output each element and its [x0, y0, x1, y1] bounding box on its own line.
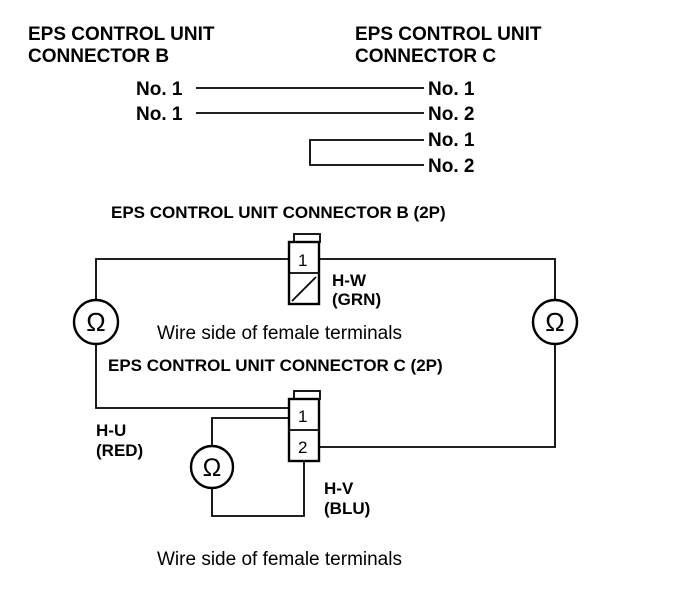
connector-c-terminal-2: 2: [298, 438, 307, 457]
pin-map-right-2: No. 2: [428, 104, 474, 125]
wire-right-down: [319, 344, 556, 448]
wire-lower-loop-top: [211, 417, 289, 447]
header-connector-b-line2: CONNECTOR B: [28, 46, 169, 67]
pin-map-right-4: No. 2: [428, 156, 474, 177]
connector-c-title: EPS CONTROL UNIT CONNECTOR C (2P): [108, 356, 443, 375]
connector-b-wire-label: H-W: [332, 271, 367, 290]
pin-map-left-1: No. 1: [136, 79, 183, 100]
header-connector-b-line1: EPS CONTROL UNIT: [28, 24, 215, 45]
connector-c-wire-u-label: H-U: [96, 421, 126, 440]
caption-wire-side-b: Wire side of female terminals: [157, 323, 402, 344]
pin-map-right-1: No. 1: [428, 79, 475, 100]
wire-lower-loop-bottom: [211, 461, 305, 517]
wire-left-loop: [95, 258, 289, 300]
wire-right-loop: [319, 258, 556, 300]
ohmmeter-lower-circle: [189, 444, 235, 490]
ohmmeter-right-symbol: Ω: [545, 307, 564, 337]
connector-b: 1: [287, 233, 321, 306]
ohmmeter-lower-symbol: Ω: [203, 454, 222, 482]
pin-map-jumper: [309, 139, 424, 166]
connector-c-terminal-1: 1: [298, 407, 307, 426]
connector-c: 1 2: [287, 390, 321, 463]
pin-map-right-3: No. 1: [428, 130, 475, 151]
wire-left-down: [95, 344, 289, 409]
ohmmeter-left: Ω: [72, 298, 120, 346]
connector-c-wire-v-label: H-V: [324, 479, 354, 498]
ohmmeter-left-symbol: Ω: [86, 307, 105, 337]
connector-b-title: EPS CONTROL UNIT CONNECTOR B (2P): [111, 203, 446, 222]
ohmmeter-left-circle: [72, 298, 120, 346]
connector-b-empty-slash: [291, 276, 317, 302]
connector-c-wire-v-color: (BLU): [324, 499, 370, 518]
connector-b-terminal-1: 1: [298, 251, 307, 270]
header-connector-c-line2: CONNECTOR C: [355, 46, 496, 67]
caption-wire-side-c: Wire side of female terminals: [157, 549, 402, 570]
ohmmeter-right-circle: [531, 298, 579, 346]
connector-c-latch: [293, 390, 321, 400]
header-connector-c-line1: EPS CONTROL UNIT: [355, 24, 542, 45]
connector-c-wire-u-color: (RED): [96, 441, 143, 460]
connector-b-wire-color: (GRN): [332, 290, 381, 309]
pin-map-left-2: No. 1: [136, 104, 183, 125]
ohmmeter-right: Ω: [531, 298, 579, 346]
ohmmeter-lower: Ω: [189, 444, 235, 490]
